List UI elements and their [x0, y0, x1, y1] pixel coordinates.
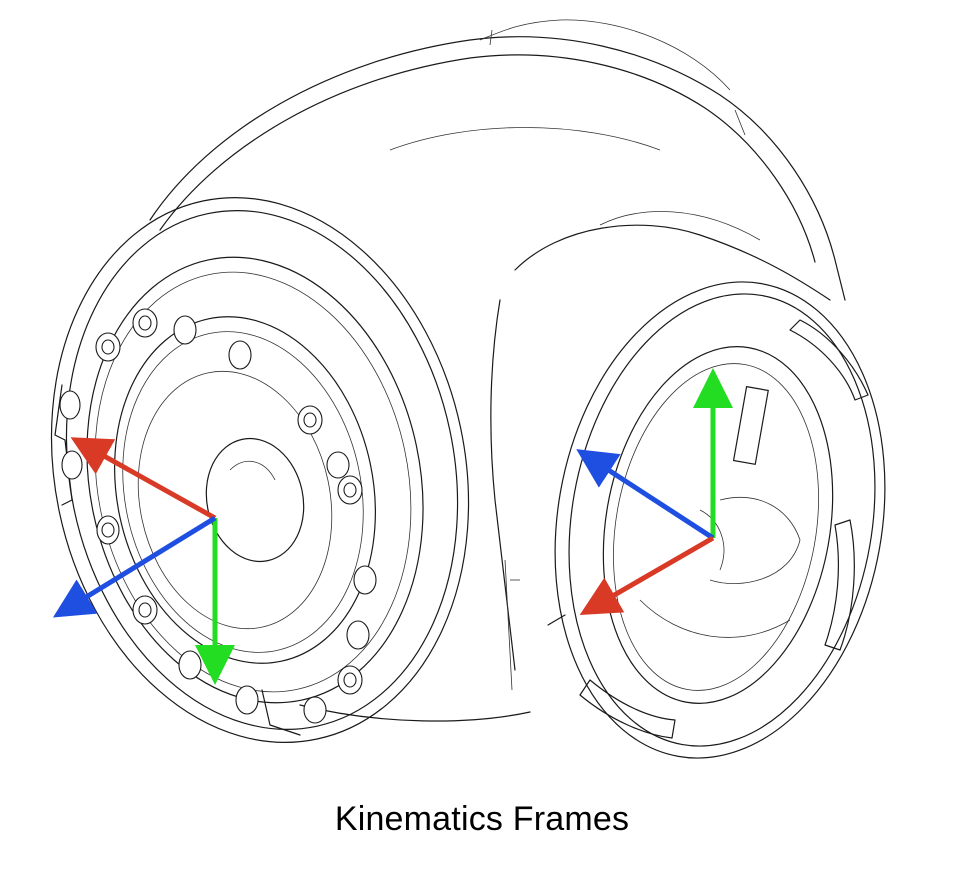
left-z-axis	[52, 515, 217, 618]
right-z-axis	[576, 449, 715, 541]
left-bolt-holes	[59, 308, 377, 724]
left-x-axis	[70, 437, 217, 521]
left-frame	[52, 437, 235, 685]
figure-caption: Kinematics Frames	[334, 800, 630, 838]
right-x-axis	[579, 535, 715, 616]
right-frame	[576, 368, 733, 616]
right-flange	[547, 281, 886, 759]
left-flange	[50, 197, 470, 743]
joint-housing	[149, 19, 846, 722]
